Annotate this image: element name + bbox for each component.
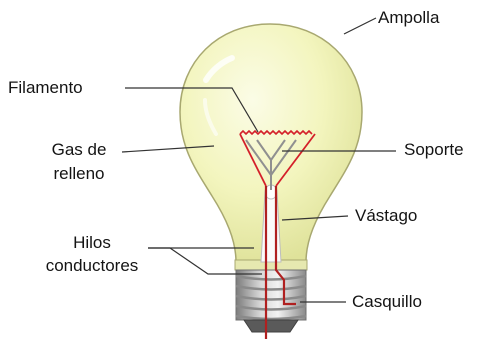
- filament-lead-right: [275, 133, 316, 187]
- leader-lines: [121, 17, 396, 303]
- label-ampolla: Ampolla: [378, 8, 440, 27]
- label-conductores: conductores: [45, 256, 139, 275]
- label-casquillo: Casquillo: [352, 292, 422, 311]
- glass-stem: [260, 191, 282, 263]
- leader-gas: [121, 145, 215, 153]
- leader-filamento: [125, 87, 259, 133]
- glass-highlight: [203, 55, 235, 83]
- filament: [239, 129, 313, 136]
- filament-lead-left: [239, 133, 267, 187]
- lead-wire-right: [274, 186, 296, 306]
- label-relleno: relleno: [53, 164, 105, 183]
- label-hilos: Hilos: [73, 233, 111, 252]
- label-filamento: Filamento: [8, 78, 83, 97]
- label-vastago: Vástago: [355, 206, 418, 225]
- bulb-glass: [179, 23, 363, 263]
- support-wires: [245, 139, 297, 190]
- glass-highlight-2: [203, 98, 218, 136]
- leader-ampolla: [343, 17, 377, 35]
- label-gas-de: Gas de: [51, 140, 107, 159]
- leader-vastago: [281, 215, 349, 221]
- label-soporte: Soporte: [404, 140, 464, 159]
- screw-base: [235, 269, 307, 333]
